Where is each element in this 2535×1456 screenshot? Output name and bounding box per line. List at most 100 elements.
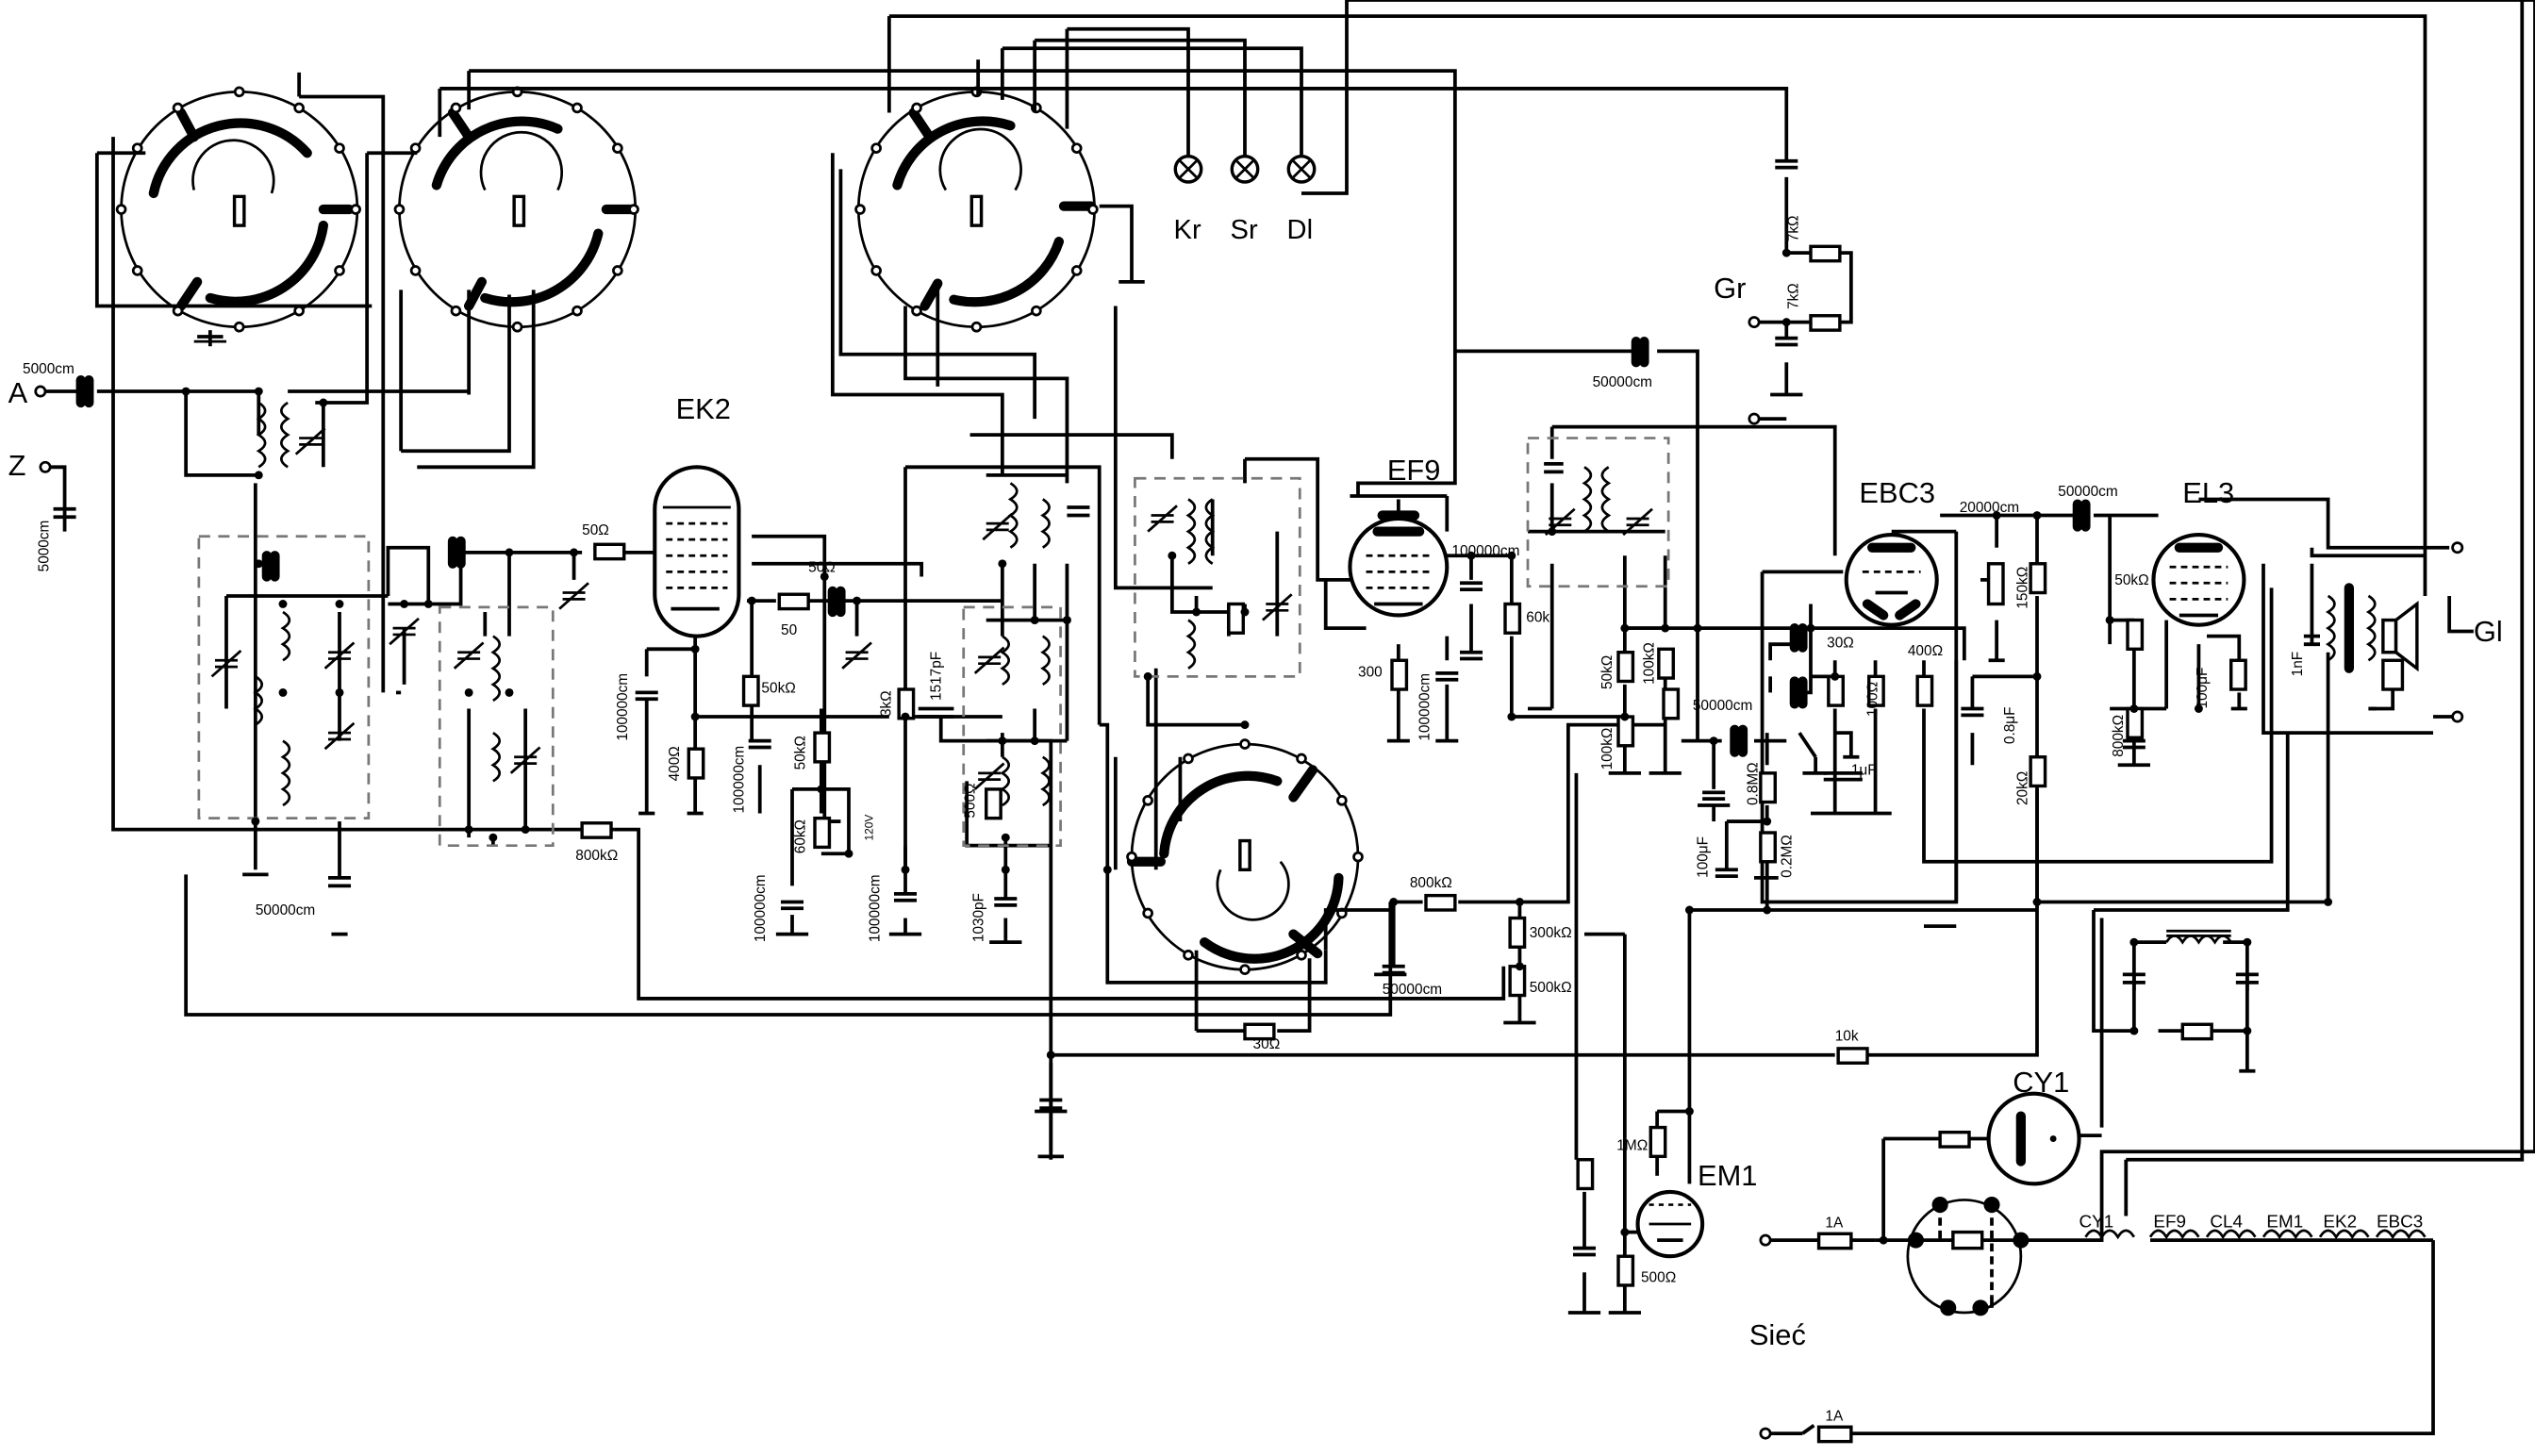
value-label: 100kΩ: [1599, 728, 1615, 770]
junction-dots: [181, 248, 2333, 1245]
value-label: 800kΩ: [2111, 715, 2127, 757]
heater-label-ek2: EK2: [2323, 1212, 2357, 1232]
value-label: 0.8MΩ: [1745, 762, 1761, 805]
tube-ebc3: [1844, 532, 1939, 627]
tube-el3-label: EL3: [2182, 476, 2234, 509]
heater-label-cl4: CL4: [2210, 1212, 2243, 1232]
band-switch-deck-1: [120, 90, 359, 329]
value-label: 1030pF: [970, 893, 986, 942]
value-label: 10k: [1835, 1028, 1859, 1044]
value-label: 800kΩ: [575, 848, 618, 864]
heater-label-ebc3: EBC3: [2377, 1212, 2423, 1232]
rf-coils: [253, 401, 2377, 945]
value-label: 50000cm: [1593, 374, 1652, 390]
value-label: 800kΩ: [1410, 875, 1452, 891]
antenna-label: A: [8, 376, 28, 409]
value-label: 1μF: [1851, 763, 1877, 779]
labels: A Z Sieć Gl Gr EK2 EF9 EBC3 EL3 EM1 CY1 …: [8, 215, 2503, 1425]
value-label: 5000cm: [23, 361, 75, 377]
tube-ebc3-label: EBC3: [1859, 476, 1935, 509]
capacitors: [53, 158, 2320, 1257]
lamp-label-kr: Kr: [1174, 215, 1201, 245]
value-label: 100000cm: [753, 874, 769, 942]
value-label: 7kΩ: [1785, 215, 1801, 241]
value-label: 300: [1358, 664, 1383, 680]
lamp-label-dl: Dl: [1287, 215, 1314, 245]
value-label: 50kΩ: [793, 736, 809, 769]
value-label: 120V: [863, 815, 876, 841]
resistors: [580, 244, 2405, 1444]
heater-label-cy1: CY1: [2079, 1212, 2114, 1232]
value-label: 30Ω: [1827, 636, 1854, 652]
value-label: 50kΩ: [761, 680, 795, 696]
band-switch-deck-3: [856, 90, 1097, 329]
mains-voltage-selector: [1906, 1197, 2030, 1316]
tube-ek2: [653, 465, 741, 638]
tube-cy1: [1986, 1091, 2081, 1186]
value-label: 5000cm: [36, 521, 52, 572]
pickup-label: Gr: [1714, 272, 1746, 305]
value-label: 50: [781, 622, 797, 638]
loudspeaker: [2381, 601, 2419, 672]
tube-el3: [2151, 532, 2246, 627]
value-label: 400Ω: [1908, 643, 1943, 659]
value-label: 7kΩ: [1785, 283, 1801, 309]
value-label: 100000cm: [1451, 543, 1519, 559]
value-label: 100μF: [2195, 668, 2211, 709]
value-label: 100000cm: [868, 874, 884, 942]
value-label: 0.2MΩ: [1779, 835, 1795, 878]
value-label: 30Ω: [1253, 1036, 1281, 1052]
value-label: 50000cm: [1383, 982, 1442, 998]
tube-cy1-label: CY1: [2013, 1066, 2069, 1099]
value-label: 1A: [1825, 1215, 1844, 1231]
lamp-label-sr: Sr: [1231, 215, 1258, 245]
band-switch-deck-2: [398, 90, 639, 329]
value-label: 0.8μF: [2002, 706, 2018, 744]
value-label: 20kΩ: [2015, 771, 2031, 805]
value-label: 1MΩ: [1616, 1138, 1648, 1154]
value-label: 100000cm: [732, 746, 748, 814]
tube-ef9: [1348, 516, 1450, 618]
value-label: 100000cm: [1417, 673, 1433, 741]
tube-ef9-label: EF9: [1387, 454, 1441, 487]
shield-boxes: [197, 437, 1670, 848]
value-label: 500Ω: [1641, 1270, 1676, 1286]
value-label: 60kΩ: [793, 819, 809, 853]
value-label: 3kΩ: [879, 690, 895, 717]
tube-em1: [1635, 1189, 1705, 1259]
value-label: 100kΩ: [1642, 642, 1658, 685]
value-label: 400Ω: [667, 746, 683, 781]
tube-em1-label: EM1: [1698, 1159, 1757, 1192]
value-label: 50Ω: [582, 522, 609, 538]
value-label: 150kΩ: [2015, 567, 2031, 609]
value-label: 60k: [1526, 609, 1549, 625]
value-label: 50000cm: [256, 902, 315, 918]
value-label: 50kΩ: [2114, 572, 2148, 588]
value-label: 1nF: [2290, 652, 2306, 676]
heater-chain-symbols: [2084, 1229, 2427, 1240]
value-label: 100Ω: [1864, 682, 1881, 717]
value-label: 500kΩ: [1530, 980, 1572, 996]
value-label: 50kΩ: [1599, 655, 1615, 689]
heater-label-ef9: EF9: [2153, 1212, 2186, 1232]
value-label: 20000cm: [1960, 500, 2019, 516]
value-label: 1A: [1825, 1408, 1844, 1424]
band-lamps: [1173, 154, 1317, 184]
value-label: 300kΩ: [1530, 925, 1572, 941]
value-label: 1517pF: [929, 652, 945, 701]
value-label: 100μF: [1695, 836, 1711, 878]
value-label: 50Ω: [808, 559, 836, 575]
ground-symbols: [331, 658, 2377, 1315]
terminals: [34, 316, 2464, 1440]
switch-contacts: [115, 86, 1364, 976]
ground-label: Z: [8, 449, 26, 482]
value-label: 50000cm: [2058, 484, 2117, 500]
value-label: 50000cm: [1693, 698, 1752, 714]
value-label: 100000cm: [615, 673, 631, 741]
heater-label-em1: EM1: [2266, 1212, 2303, 1232]
mains-label: Sieć: [1749, 1318, 1806, 1351]
value-label: 500Ω: [963, 784, 979, 819]
tuning-capacitors: [210, 427, 1653, 790]
tube-ek2-label: EK2: [676, 392, 731, 425]
